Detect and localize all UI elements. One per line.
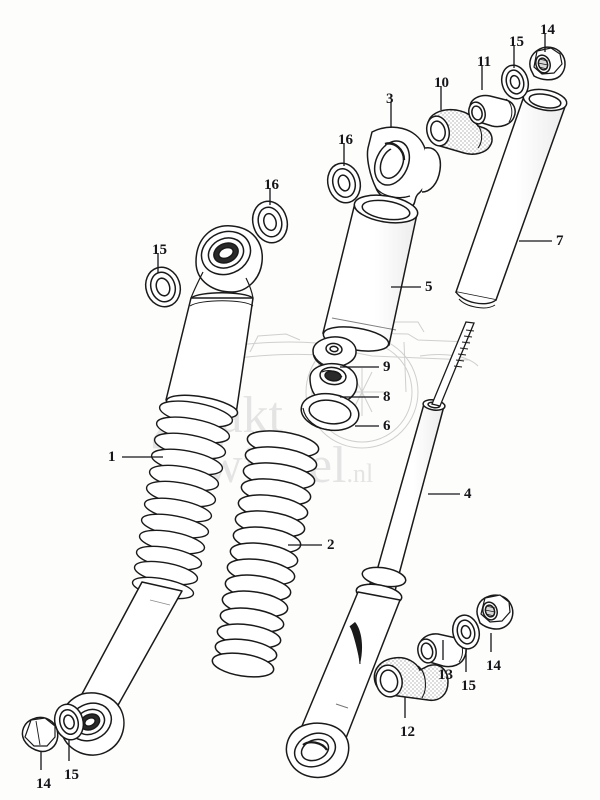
- part-7-fork-pipe: [455, 88, 568, 309]
- part-15-washer-shock-left: [144, 266, 182, 308]
- part-14-cap-nut-bottom-left: [21, 716, 59, 753]
- part-14-cap-nut-lower-right: [476, 594, 514, 630]
- part-11-spacer-collar: [468, 94, 516, 128]
- callout-number-fork-slider-cylinder: 5: [425, 279, 433, 295]
- part-15-washer-bottom-left: [53, 703, 85, 741]
- part-10-top-bush: [425, 108, 493, 155]
- part-15-washer-lower-right: [451, 614, 481, 650]
- part-1-shock-absorber: [59, 225, 263, 756]
- part-2-fork-spring: [211, 430, 320, 678]
- callout-number-washer-top: 15: [509, 34, 524, 50]
- part-4-fork-bottom-case: [285, 399, 446, 779]
- part-6-oil-seal: [300, 392, 360, 432]
- callout-number-fork-pipe-tube: 7: [556, 233, 564, 249]
- callout-number-washer-mid-left: 16: [264, 177, 279, 193]
- callout-leader-lines: [40, 33, 552, 770]
- callout-number-cap-nut-top: 14: [540, 22, 555, 38]
- callout-number-washer-mid-right: 16: [338, 132, 353, 148]
- callout-number-fork-spring: 2: [327, 537, 335, 553]
- shock-spring-1: [131, 400, 234, 600]
- callout-number-cap-nut-lower-right: 14: [486, 658, 501, 674]
- callout-number-fork-bottom-case: 4: [464, 486, 472, 502]
- callout-number-fork-top-bridge-socket: 3: [386, 91, 394, 107]
- callout-number-cap-nut-bottom-left: 14: [36, 776, 51, 792]
- part-12-bottom-bush: [373, 656, 449, 702]
- part-13-lower-spacer: [417, 633, 467, 668]
- callout-number-washer-shock-left: 15: [152, 242, 167, 258]
- callout-number-spacer-collar: 11: [477, 54, 492, 70]
- part-9-fork-bolt-cap: [312, 336, 357, 368]
- part-3-top-socket: [366, 126, 442, 208]
- callout-number-washer-lower-right: 15: [461, 678, 476, 694]
- callout-number-dust-seal-cover: 8: [383, 389, 391, 405]
- callout-number-rear-shock-absorber-left: 1: [108, 449, 116, 465]
- callout-number-washer-bottom-left: 15: [64, 767, 79, 783]
- part-damper-rod: [431, 321, 475, 407]
- callout-number-lower-spacer-collar: 13: [438, 667, 453, 683]
- callout-number-fork-bolt-cap: 9: [383, 359, 391, 375]
- part-16-washer-mid-right: [326, 162, 362, 204]
- part-14-cap-nut-top: [529, 46, 566, 81]
- part-5-slider-cylinder: [322, 194, 419, 352]
- callout-number-oil-seal: 6: [383, 418, 391, 434]
- callout-number-top-bush-collar: 10: [434, 75, 449, 91]
- part-16-washer-mid-left: [251, 200, 289, 244]
- part-15-washer-top: [500, 64, 530, 100]
- callout-number-bottom-bush-collar: 12: [400, 724, 415, 740]
